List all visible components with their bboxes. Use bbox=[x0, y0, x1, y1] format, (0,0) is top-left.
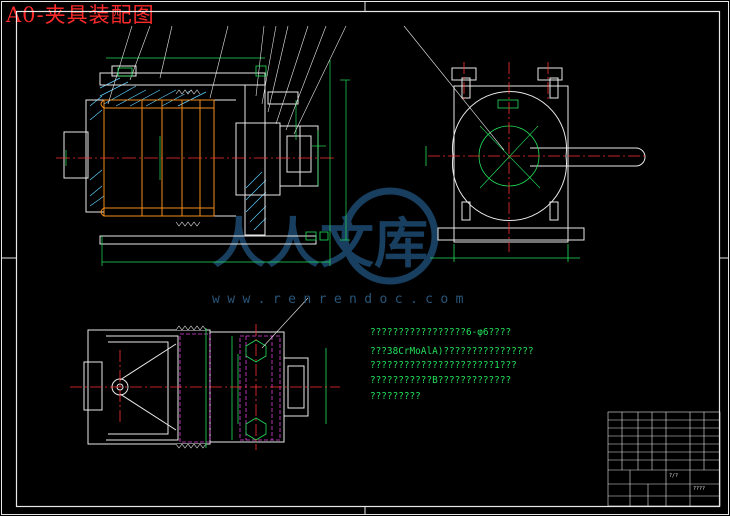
top-view bbox=[70, 297, 340, 450]
watermark-url: www.renrendoc.com bbox=[212, 292, 471, 307]
drawing-title: A0-夹具装配图 bbox=[6, 3, 155, 27]
watermark-logo: 人人文库 bbox=[212, 187, 439, 285]
title-block-drawing-name: ?/? bbox=[669, 473, 679, 479]
watermark-logo-text: 人人文库 bbox=[212, 211, 428, 275]
front-section-view bbox=[56, 25, 350, 266]
technical-note-1: ?????????????????6-φ6???? bbox=[370, 327, 512, 338]
technical-note-3: ??????????????????????1??? bbox=[370, 360, 517, 371]
title-block bbox=[607, 411, 721, 507]
title-block-sheet-label: ???? bbox=[693, 486, 706, 492]
side-view bbox=[403, 25, 648, 262]
technical-note-5: ????????? bbox=[370, 391, 421, 402]
technical-note-2: ???38CrMoAlA)???????????????? bbox=[370, 346, 534, 357]
technical-note-4: ???????????B????????????? bbox=[370, 375, 512, 386]
